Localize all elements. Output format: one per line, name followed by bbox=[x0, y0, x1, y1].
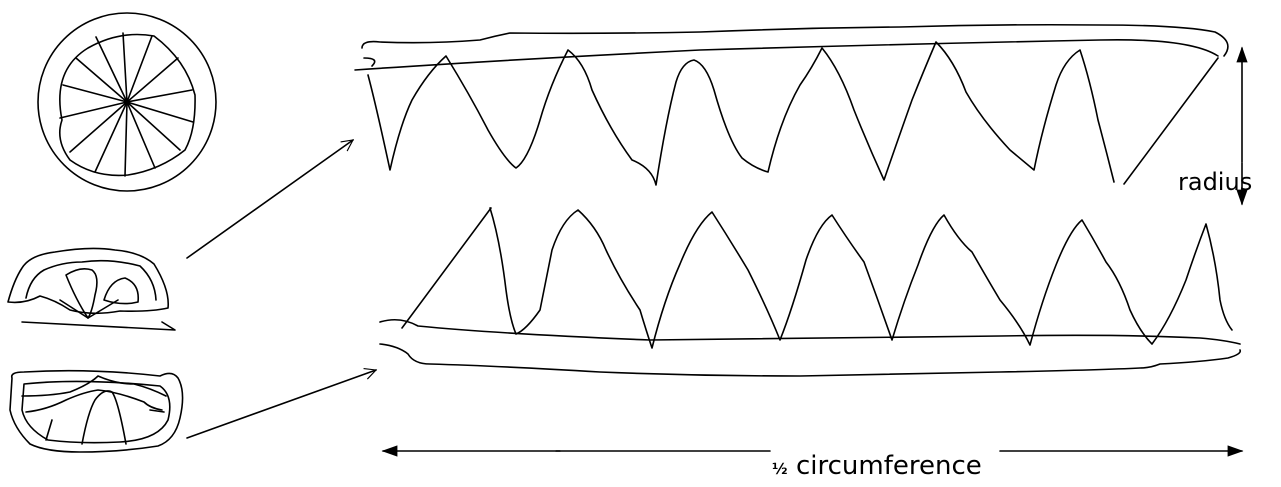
arrow-to-bottom-strip bbox=[187, 370, 376, 438]
top-strip bbox=[355, 25, 1228, 185]
upper-half-piece bbox=[8, 248, 175, 330]
half-fraction-label: ½ bbox=[772, 460, 788, 478]
top-strip-rind-end bbox=[364, 58, 375, 66]
sectored-circle bbox=[38, 13, 216, 191]
bottom-strip-rind-outer bbox=[380, 344, 1240, 376]
bottom-strip-start-line bbox=[402, 208, 491, 328]
circumference-label: circumference bbox=[796, 451, 982, 481]
top-strip-wedges bbox=[368, 42, 1114, 185]
radius-label: radius bbox=[1178, 168, 1252, 196]
bottom-strip-wedges bbox=[490, 208, 1232, 348]
top-strip-end-line bbox=[1124, 58, 1218, 184]
lower-half-piece bbox=[10, 371, 183, 452]
arrow-to-top-strip bbox=[187, 140, 353, 258]
bottom-strip bbox=[380, 208, 1240, 376]
top-strip-rind-inner bbox=[355, 40, 1218, 70]
bottom-strip-rind-inner bbox=[380, 320, 1240, 344]
